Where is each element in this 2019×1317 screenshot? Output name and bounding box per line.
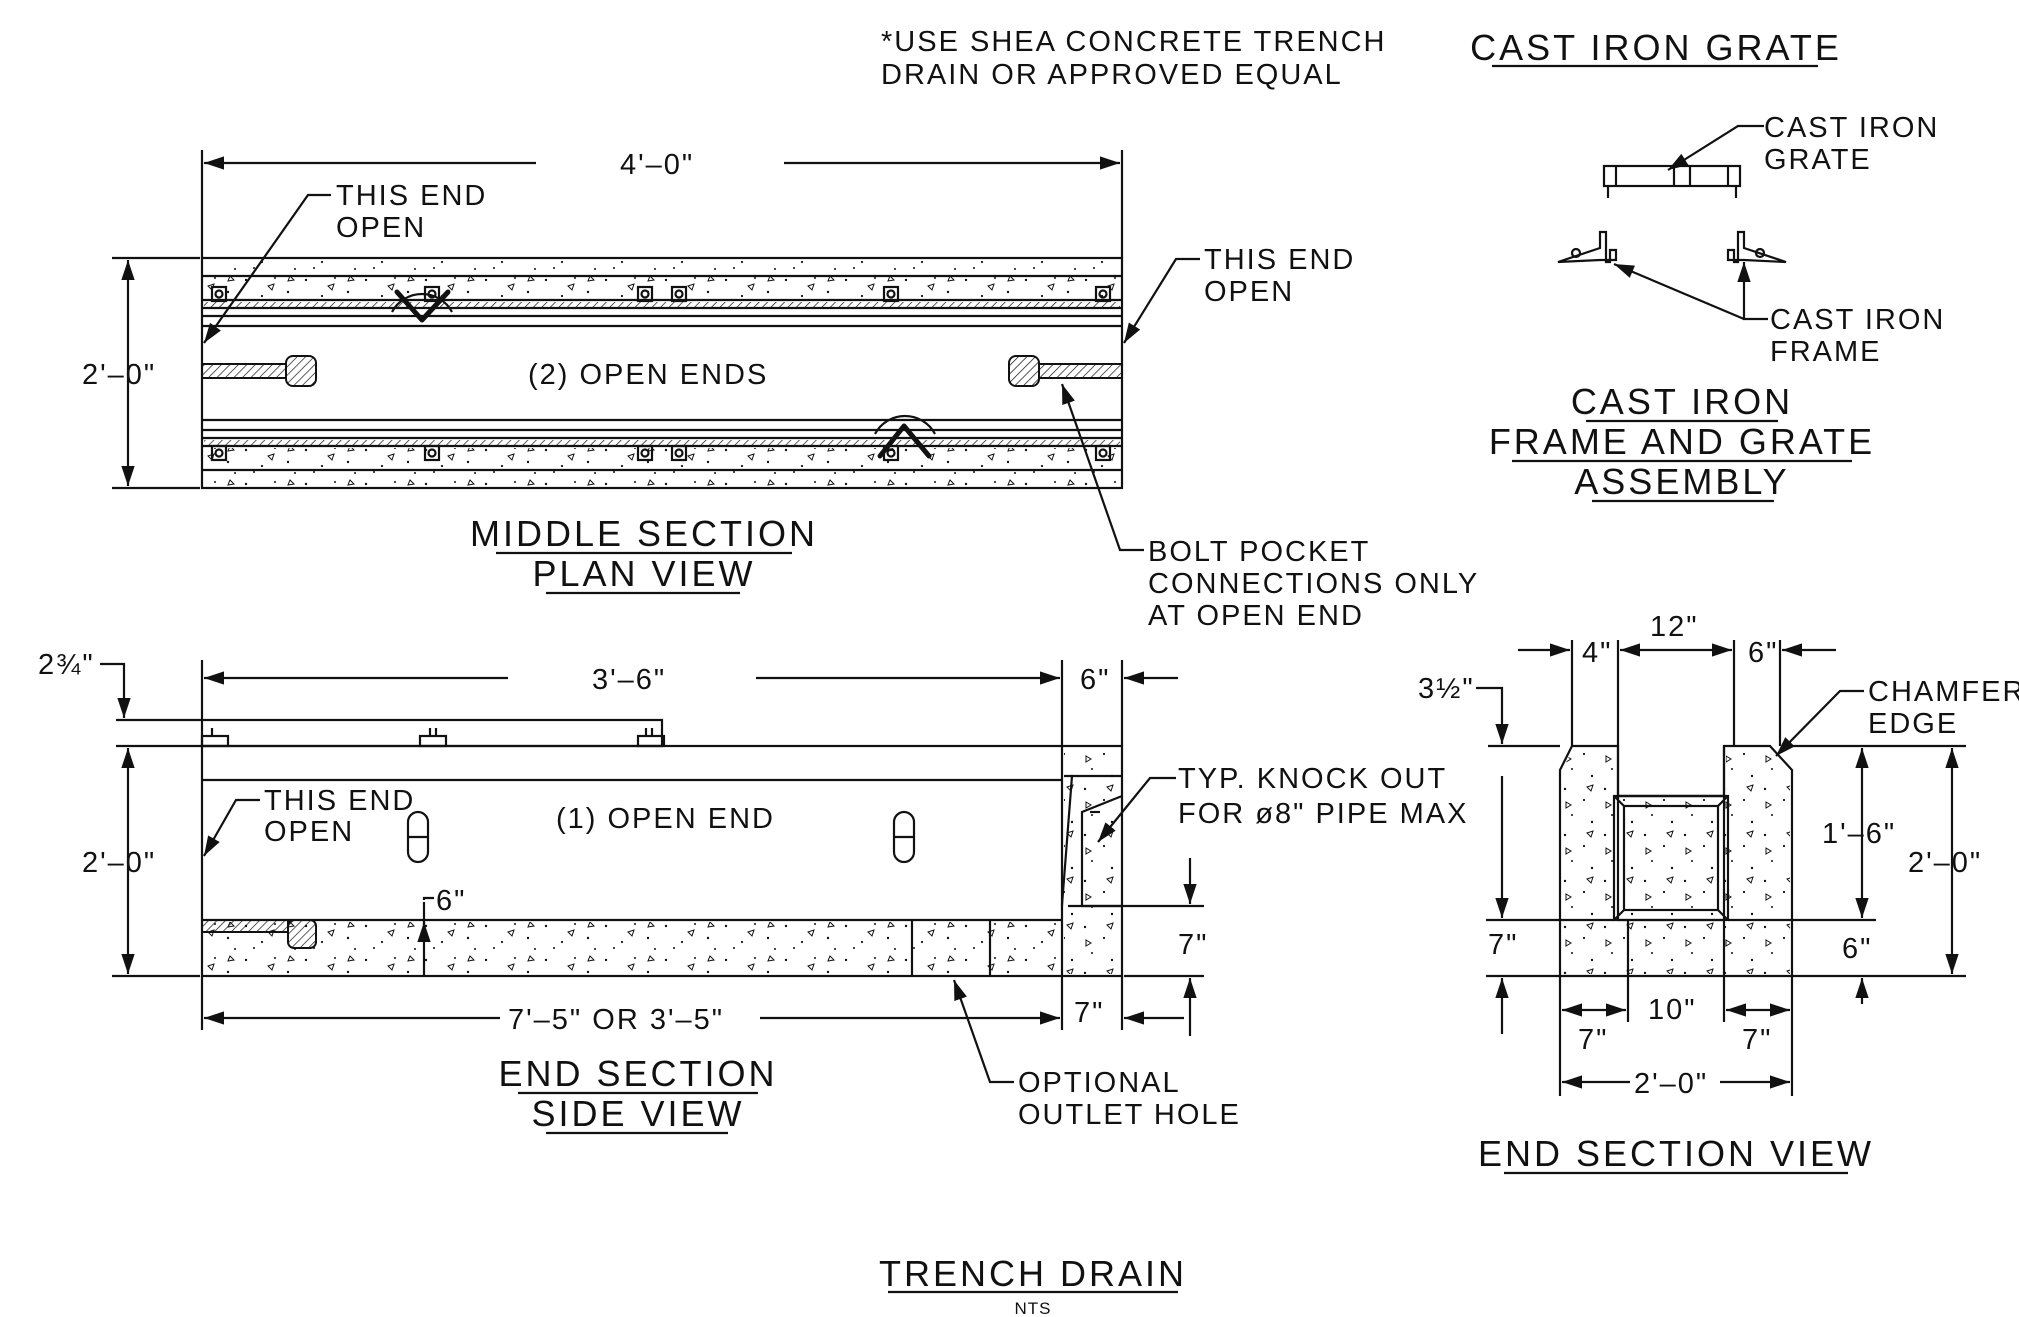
side-title-2: SIDE VIEW [531,1093,744,1134]
plan-center-label: (2) OPEN ENDS [528,359,768,391]
endview-dim-6-top: 6" [1748,637,1778,669]
endview-dim-6-right: 6" [1842,933,1872,965]
plan-title-1: MIDDLE SECTION [470,513,818,554]
plan-left-label-2: OPEN [336,212,426,244]
plan-left-label-1: THIS END [336,180,487,212]
side-dim-length: 3'–6" [592,664,666,696]
grate-label-2: GRATE [1764,144,1872,176]
endview-dim-7-br: 7" [1742,1024,1772,1056]
side-dim-overall: 7'–5" OR 3'–5" [508,1004,724,1036]
bolt-label-2: CONNECTIONS ONLY [1148,568,1479,600]
plan-dim-length: 4'–0" [620,149,694,181]
side-dim-height: 2'–0" [82,847,156,879]
sheet-scale: NTS [1015,1299,1052,1317]
side-dim-seven-bottom: 7" [1074,997,1104,1029]
knockout-label-1: TYP. KNOCK OUT [1178,763,1447,795]
endview-title: END SECTION VIEW [1478,1133,1874,1174]
plan-top-concrete [204,260,1120,300]
side-grate [200,718,664,748]
endview-dim-4: 4" [1582,637,1612,669]
note-line-2: DRAIN OR APPROVED EQUAL [881,59,1343,91]
grate-title-2: FRAME AND GRATE [1489,421,1875,462]
outlet-label-2: OUTLET HOLE [1018,1099,1241,1131]
frame-right [1726,230,1787,264]
endview-dim-3half: 3½" [1418,673,1475,705]
plan-bottom-concrete [204,448,1120,486]
outlet-label-1: OPTIONAL [1018,1067,1181,1099]
knockout-label-2: FOR ø8" PIPE MAX [1178,798,1468,830]
grate-title-1: CAST IRON [1571,381,1793,422]
grate-title-3: ASSEMBLY [1574,461,1789,502]
hook-top [394,289,451,323]
side-end-wall [1064,748,1120,974]
grate-label-1: CAST IRON [1764,112,1939,144]
side-left-label-1: THIS END [264,785,415,817]
endview-dim-24: 2'–0" [1908,847,1982,879]
side-dim-seven-right: 7" [1178,929,1208,961]
endview-dim-12: 12" [1650,611,1699,643]
side-dim-six: 6" [436,885,466,917]
note-line-1: *USE SHEA CONCRETE TRENCH [881,26,1387,58]
endview-channel [1612,794,1730,922]
endview-dim-7-left: 7" [1488,929,1518,961]
general-note: *USE SHEA CONCRETE TRENCH DRAIN OR APPRO… [881,26,1387,91]
bolt-label-3: AT OPEN END [1148,600,1364,632]
sheet-title-block: TRENCH DRAIN NTS [879,1253,1187,1317]
side-title-1: END SECTION [498,1053,777,1094]
plan-title-2: PLAN VIEW [532,553,755,594]
chamfer-label-2: EDGE [1868,708,1958,740]
rebar-squares-top [210,285,1112,303]
plan-right-label-1: THIS END [1204,244,1355,276]
endview-dim-10: 10" [1648,994,1697,1026]
grate-heading: CAST IRON GRATE [1470,27,1842,68]
end-section-side-view: (1) OPEN END 6" 3'–6" 6" 2¾" 2'–0" THIS … [38,649,1468,1135]
side-body [200,744,1124,978]
cast-iron-frame-grate: CAST IRON GRATE CAST IRON GRATE CAST IRO… [1470,27,1945,503]
bolt-right [1038,363,1123,379]
frame-left [1557,230,1618,264]
sheet-title: TRENCH DRAIN [879,1253,1187,1294]
bolt-label-1: BOLT POCKET [1148,536,1370,568]
grate-shape [1602,164,1742,188]
side-dim-end: 6" [1080,664,1110,696]
endview-dim-18: 1'–6" [1822,818,1896,850]
endview-dim-7-bl: 7" [1578,1024,1608,1056]
bolt-left [201,363,287,379]
side-center-label: (1) OPEN END [556,803,775,835]
side-left-label-2: OPEN [264,816,354,848]
plan-dim-width: 2'–0" [82,359,156,391]
frame-label-1: CAST IRON [1770,304,1945,336]
plan-right-label-2: OPEN [1204,276,1294,308]
endview-dim-width: 2'–0" [1634,1068,1708,1100]
middle-section-plan-view: (2) OPEN ENDS 4'–0" 2'–0" THIS END OPEN … [82,149,1479,632]
hook-bottom [877,423,932,459]
side-floor-concrete [204,922,1062,974]
side-dim-top: 2¾" [38,649,95,681]
frame-label-2: FRAME [1770,336,1882,368]
